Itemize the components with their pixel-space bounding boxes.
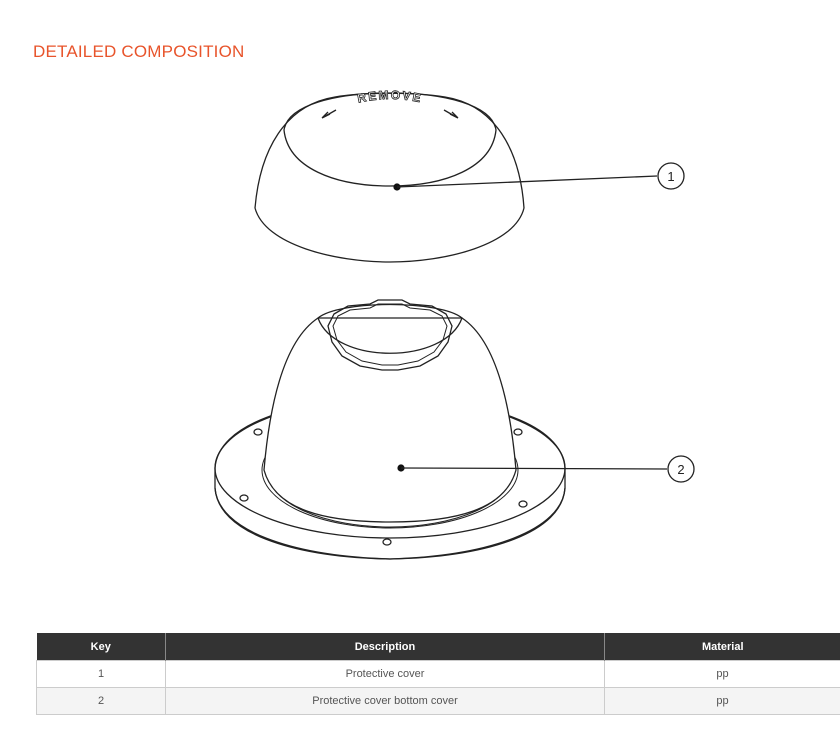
callout-1-number: 1 bbox=[667, 169, 674, 184]
table-row: 1 Protective cover pp bbox=[36, 660, 840, 688]
key-cell: 2 bbox=[36, 687, 166, 715]
table-row: 2 Protective cover bottom cover pp bbox=[36, 687, 840, 715]
section-title: DETAILED COMPOSITION bbox=[33, 42, 245, 61]
key-cell: 1 bbox=[36, 660, 166, 688]
composition-table: Key Description Material 1 Protective co… bbox=[36, 633, 840, 715]
mounting-hole bbox=[382, 538, 392, 546]
key-column-header: Key bbox=[36, 633, 166, 661]
arrow-right-icon bbox=[443, 109, 459, 119]
callout-1-bubble bbox=[657, 162, 685, 190]
mounting-hole bbox=[513, 428, 523, 436]
description-cell: Protective cover bottom cover bbox=[165, 687, 605, 715]
description-cell: Protective cover bbox=[165, 660, 605, 688]
mounting-hole bbox=[239, 494, 249, 502]
exploded-view-drawing: REMOVE 1 2 bbox=[214, 87, 695, 560]
arrow-left-icon bbox=[321, 109, 337, 119]
callout-2-bubble bbox=[667, 455, 695, 483]
material-cell: pp bbox=[604, 687, 840, 715]
protective-cover-part: REMOVE bbox=[254, 87, 685, 263]
table-header-row: Key Description Material bbox=[36, 633, 840, 661]
mounting-hole bbox=[253, 428, 263, 436]
material-column-header: Material bbox=[604, 633, 840, 661]
remove-embossed-label: REMOVE bbox=[356, 88, 424, 106]
description-column-header: Description bbox=[165, 633, 605, 661]
material-cell: pp bbox=[604, 660, 840, 688]
bottom-cover-part bbox=[214, 299, 695, 560]
mounting-hole bbox=[518, 500, 528, 508]
callout-2-number: 2 bbox=[677, 462, 684, 477]
